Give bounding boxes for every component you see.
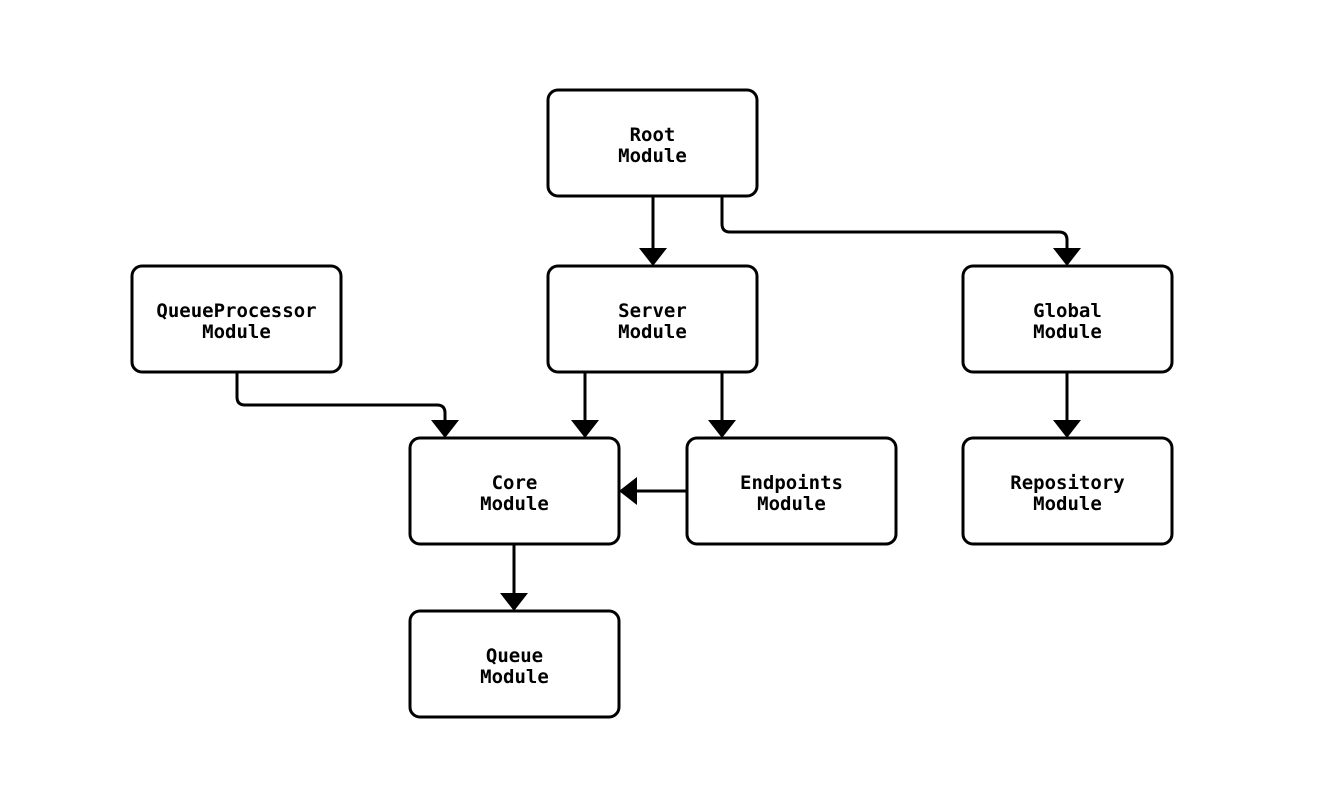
- edge-root-server: [639, 196, 667, 266]
- edge-line-queueprocessor-core: [235, 372, 447, 422]
- edge-core-queue: [500, 545, 528, 611]
- arrowhead-global-repository: [1053, 420, 1081, 438]
- arrowhead-server-core: [571, 420, 599, 438]
- node-label-queue-line1: Queue: [486, 645, 543, 667]
- arrowhead-queueprocessor-core: [431, 420, 459, 438]
- node-label-global-line1: Global: [1033, 300, 1102, 322]
- node-label-endpoints-line2: Module: [757, 493, 826, 515]
- node-box-root: [546, 88, 759, 198]
- node-box-core: [408, 436, 621, 546]
- node-box-global: [961, 264, 1174, 374]
- node-box-queueprocessor: [130, 264, 343, 374]
- node-label-core-line2: Module: [480, 493, 549, 515]
- node-label-server-line2: Module: [618, 321, 687, 343]
- edge-queueprocessor-core: [235, 372, 459, 438]
- edge-server-endpoints: [708, 372, 736, 438]
- node-label-root-line2: Module: [618, 145, 687, 167]
- node-box-queue: [408, 609, 621, 719]
- node-box-server: [546, 264, 759, 374]
- node-box-endpoints: [685, 436, 898, 546]
- node-label-queueprocessor-line1: QueueProcessor: [156, 300, 316, 322]
- arrowhead-root-server: [639, 248, 667, 266]
- node-label-queueprocessor-line2: Module: [202, 321, 271, 343]
- arrowhead-endpoints-core: [619, 477, 637, 505]
- edge-endpoints-core: [619, 477, 687, 505]
- node-label-server-line1: Server: [618, 300, 687, 322]
- edge-server-core: [571, 372, 599, 438]
- node-label-root-line1: Root: [630, 124, 676, 146]
- node-label-repository-line2: Module: [1033, 493, 1102, 515]
- arrowhead-core-queue: [500, 593, 528, 611]
- node-box-repository: [961, 436, 1174, 546]
- node-label-repository-line1: Repository: [1010, 472, 1124, 494]
- edge-global-repository: [1053, 372, 1081, 438]
- node-label-queue-line2: Module: [480, 666, 549, 688]
- edge-line-root-global: [720, 196, 1069, 250]
- edge-root-global: [720, 196, 1081, 266]
- arrowhead-root-global: [1053, 248, 1081, 266]
- node-label-global-line2: Module: [1033, 321, 1102, 343]
- node-label-core-line1: Core: [492, 472, 538, 494]
- node-label-endpoints-line1: Endpoints: [740, 472, 843, 494]
- arrowhead-server-endpoints: [708, 420, 736, 438]
